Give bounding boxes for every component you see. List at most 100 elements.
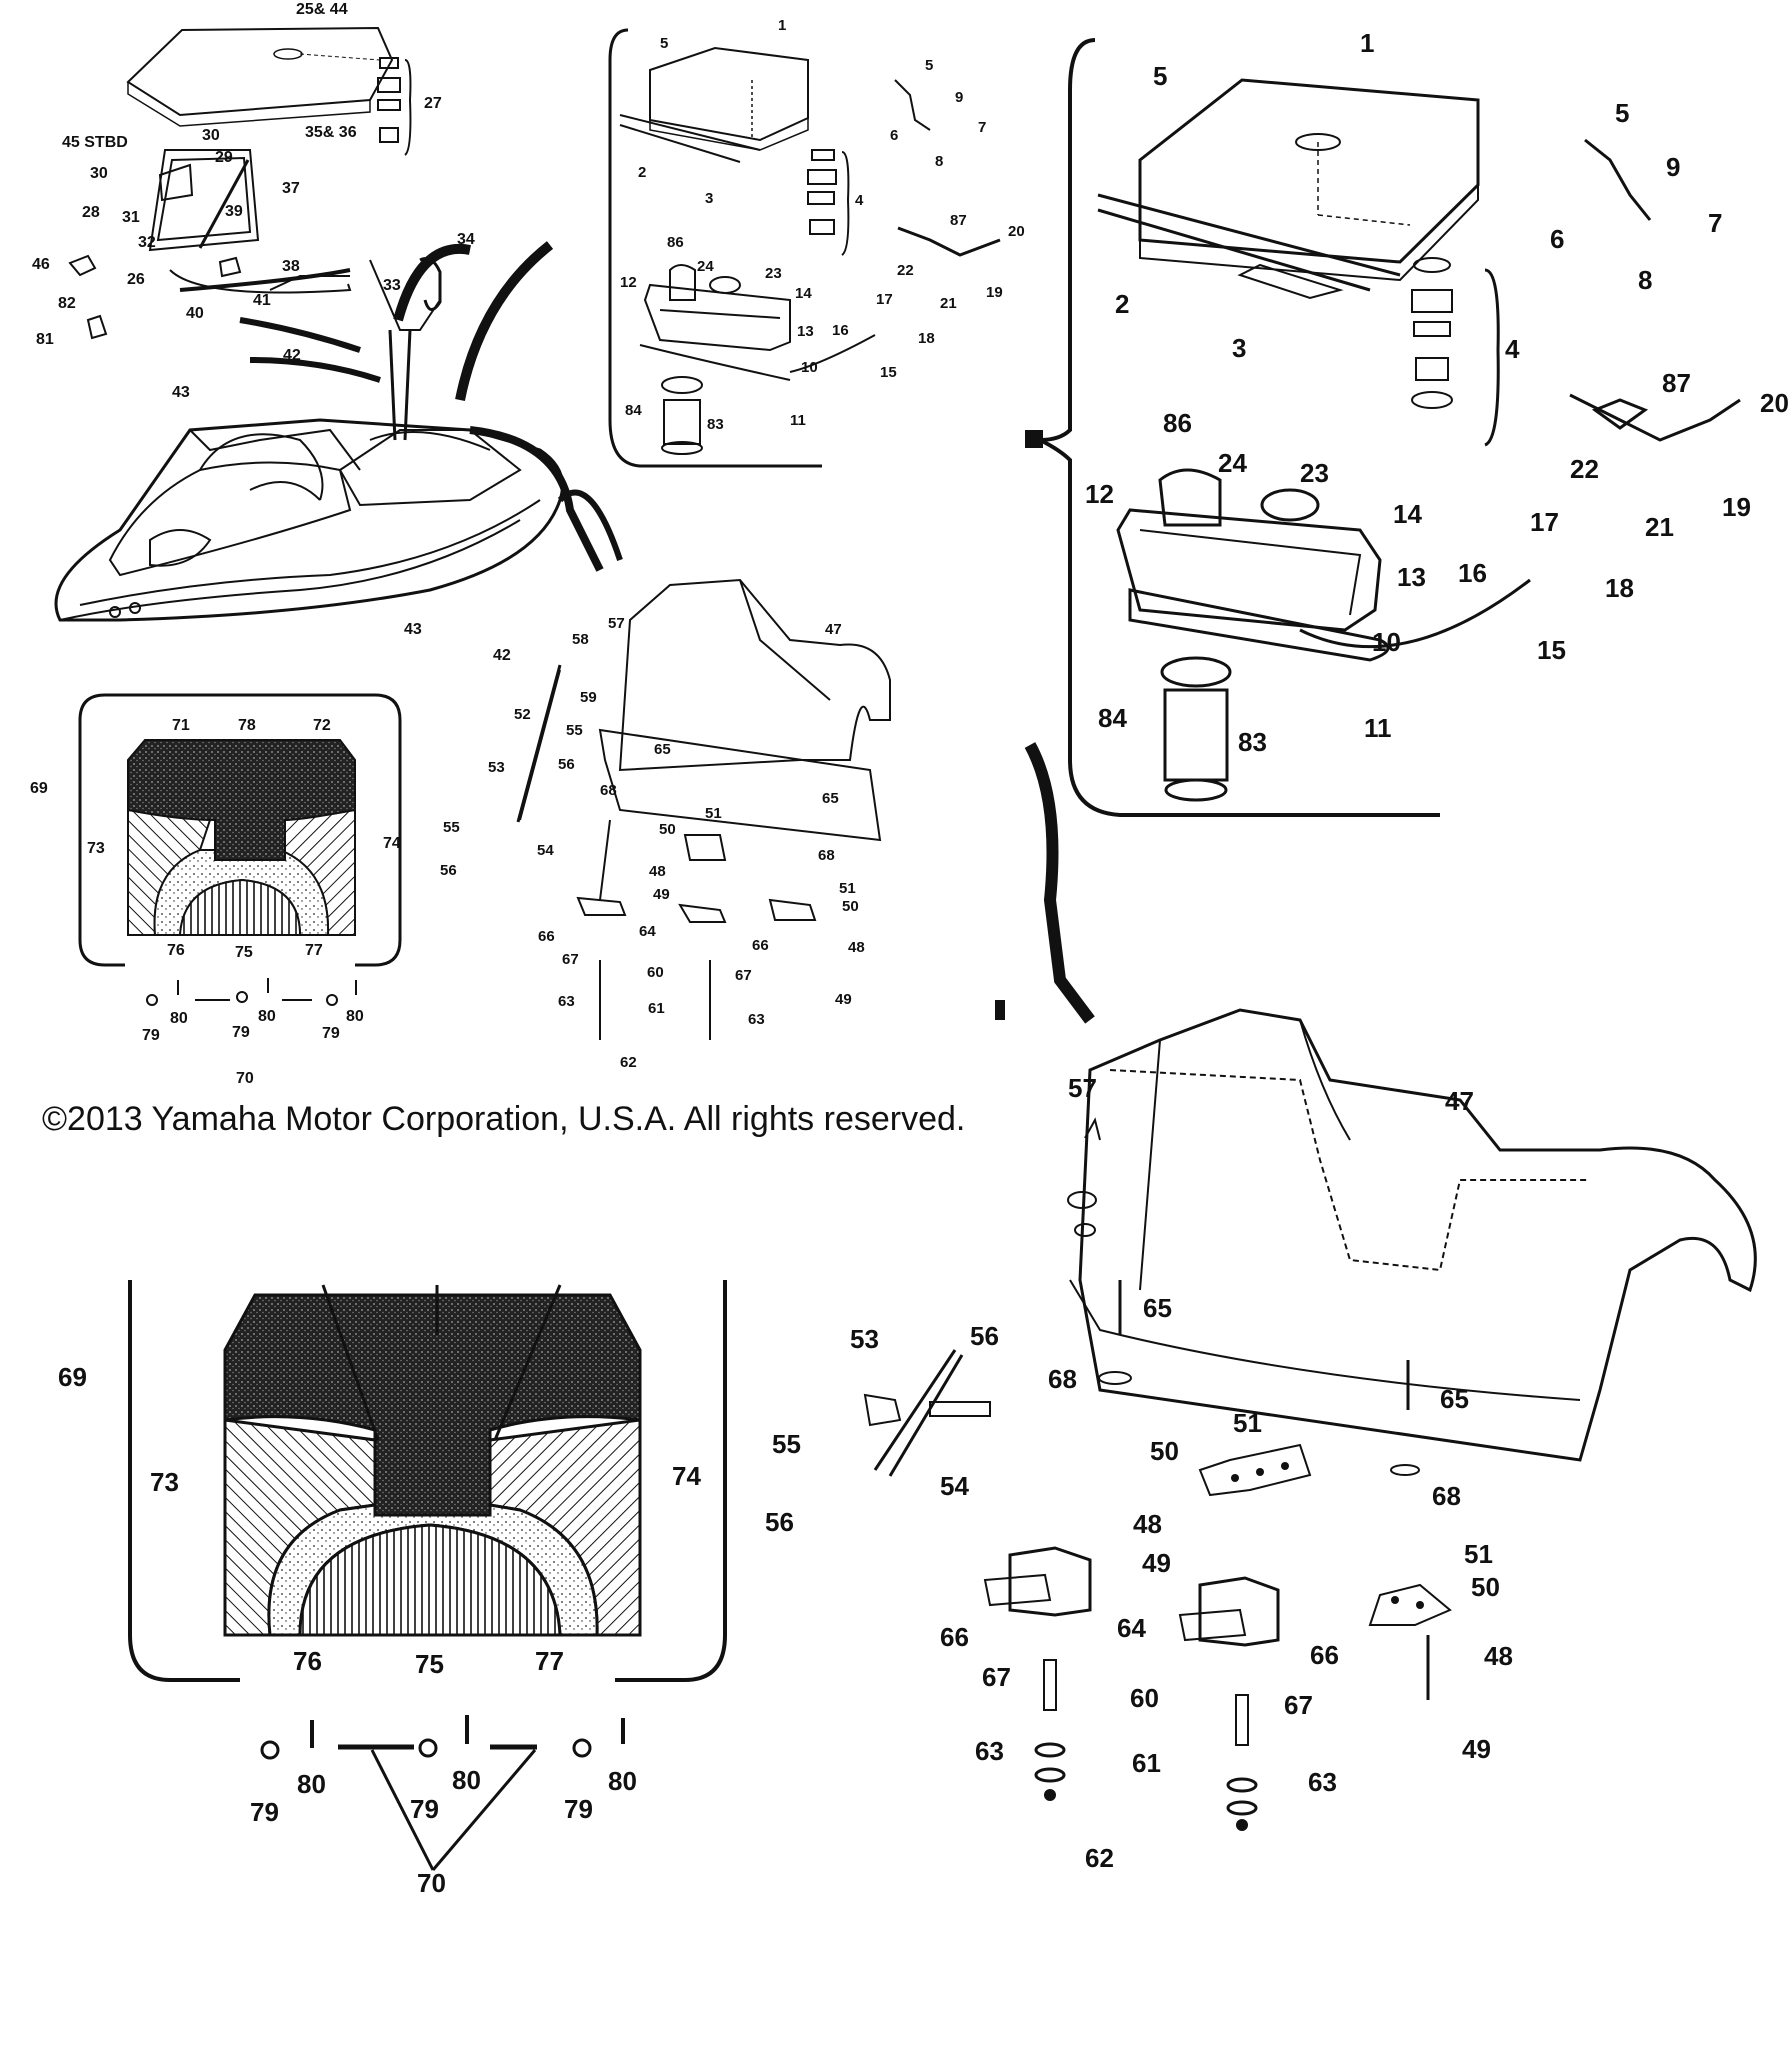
callout-79: 79 [410, 1794, 439, 1824]
callout-8: 8 [935, 153, 943, 170]
callout-58: 58 [572, 631, 589, 648]
callout-55: 55 [566, 722, 583, 739]
callout-4: 4 [1505, 334, 1520, 364]
callout-63: 63 [975, 1736, 1004, 1766]
callout-32: 32 [138, 234, 156, 251]
callout-62: 62 [620, 1054, 637, 1071]
callout-47: 47 [825, 621, 842, 638]
screws-large [260, 1715, 625, 1871]
callout-54: 54 [940, 1471, 969, 1501]
callout-80: 80 [258, 1008, 276, 1025]
callout-17: 17 [876, 291, 893, 308]
callout-86: 86 [1163, 408, 1192, 438]
callout-69: 69 [30, 780, 48, 797]
callout-39: 39 [225, 203, 243, 220]
callout-2: 2 [1115, 289, 1129, 319]
callout-17: 17 [1530, 507, 1559, 537]
callout-24: 24 [1218, 448, 1247, 478]
callout-46: 46 [32, 256, 50, 273]
screws-small [146, 978, 357, 1006]
callout-50: 50 [1471, 1572, 1500, 1602]
callout-65: 65 [822, 790, 839, 807]
callout-63: 63 [558, 993, 575, 1010]
callout-66: 66 [1310, 1640, 1339, 1670]
callout-37: 37 [282, 180, 300, 197]
callout-22: 22 [897, 262, 914, 279]
callout-70: 70 [236, 1070, 254, 1087]
callout-20: 20 [1760, 388, 1789, 418]
callout-76: 76 [167, 942, 185, 959]
callout-43: 43 [172, 384, 190, 401]
callout-9: 9 [1666, 152, 1680, 182]
callout-87: 87 [950, 212, 967, 229]
callout-62: 62 [1085, 1843, 1114, 1873]
callout-65: 65 [1143, 1293, 1172, 1323]
callout-55: 55 [443, 819, 460, 836]
callout-12: 12 [1085, 479, 1114, 509]
callout-56: 56 [765, 1507, 794, 1537]
callout-86: 86 [667, 234, 684, 251]
callout-43: 43 [404, 621, 422, 638]
callout-13: 13 [1397, 562, 1426, 592]
callout-20: 20 [1008, 223, 1025, 240]
callout-12: 12 [620, 274, 637, 291]
callout-79: 79 [142, 1027, 160, 1044]
callout-28: 28 [82, 204, 100, 221]
callout-50: 50 [842, 898, 859, 915]
storage-panel-small [608, 28, 1001, 468]
callout-35-36: 35& 36 [305, 124, 357, 141]
callout-49: 49 [653, 886, 670, 903]
callout-57: 57 [1068, 1073, 1097, 1103]
callout-69: 69 [58, 1362, 87, 1392]
callout-4: 4 [855, 192, 864, 209]
callout-41: 41 [253, 292, 271, 309]
copyright-notice: ©2013 Yamaha Motor Corporation, U.S.A. A… [42, 1100, 966, 1138]
callout-74: 74 [672, 1461, 701, 1491]
callout-80: 80 [452, 1765, 481, 1795]
callout-1: 1 [778, 17, 786, 34]
callout-5: 5 [1153, 61, 1167, 91]
callout-60: 60 [647, 964, 664, 981]
callout-47: 47 [1445, 1086, 1474, 1116]
callout-70: 70 [417, 1868, 446, 1898]
callout-87: 87 [1662, 368, 1691, 398]
callout-3: 3 [1232, 333, 1246, 363]
callout-48: 48 [649, 863, 666, 880]
callout-49: 49 [835, 991, 852, 1008]
callout-42: 42 [283, 347, 301, 364]
callout-61: 61 [648, 1000, 665, 1017]
callout-61: 61 [1132, 1748, 1161, 1778]
callout-80: 80 [170, 1010, 188, 1027]
callout-56: 56 [440, 862, 457, 879]
callout-14: 14 [795, 285, 812, 302]
boat-illustration [54, 259, 564, 622]
callout-33: 33 [383, 277, 401, 294]
callout-83: 83 [1238, 727, 1267, 757]
callout-31: 31 [122, 209, 140, 226]
seat-base-small [516, 578, 891, 1040]
callout-73: 73 [87, 840, 105, 857]
callout-18: 18 [918, 330, 935, 347]
callout-68: 68 [1432, 1481, 1461, 1511]
callout-75: 75 [235, 944, 253, 961]
callout-1: 1 [1360, 28, 1374, 58]
storage-panel-large [1025, 38, 1741, 817]
callout-22: 22 [1570, 454, 1599, 484]
callout-53: 53 [850, 1324, 879, 1354]
callout-67: 67 [982, 1662, 1011, 1692]
callout-6: 6 [890, 127, 898, 144]
callout-68: 68 [818, 847, 835, 864]
callout-73: 73 [150, 1467, 179, 1497]
callout-60: 60 [1130, 1683, 1159, 1713]
callout-51: 51 [705, 805, 722, 822]
callout-5: 5 [925, 57, 933, 74]
callout-71: 71 [172, 717, 190, 734]
callout-72: 72 [313, 717, 331, 734]
callout-79: 79 [250, 1797, 279, 1827]
callout-40: 40 [186, 305, 204, 322]
callout-34: 34 [457, 231, 475, 248]
callout-57: 57 [608, 615, 625, 632]
callout-63: 63 [1308, 1767, 1337, 1797]
callout-30: 30 [202, 127, 220, 144]
callout-26: 26 [127, 271, 145, 288]
